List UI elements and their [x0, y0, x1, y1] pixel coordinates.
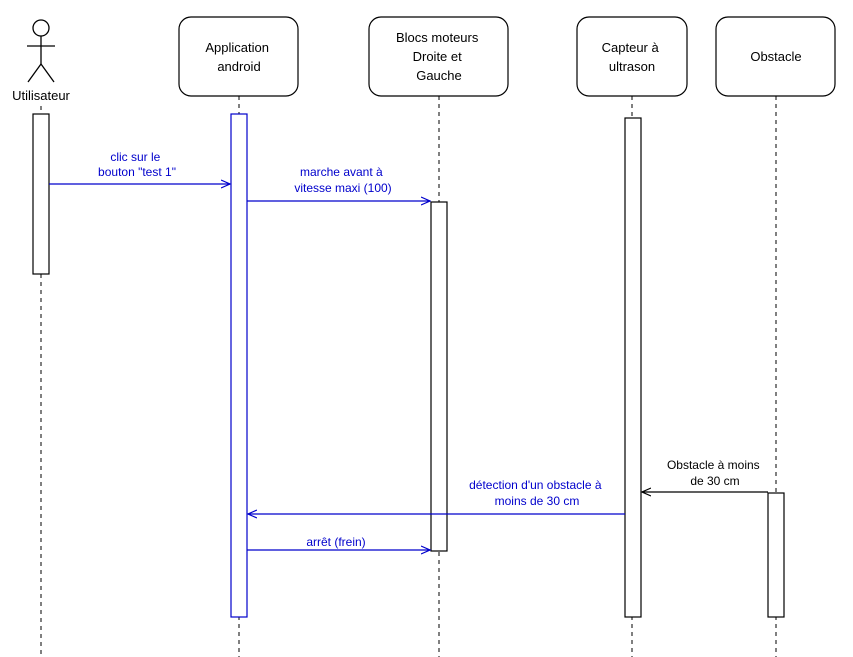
participant-label: Blocs moteurs	[396, 30, 479, 45]
svg-text:Blocs moteurs Droite et: Blocs moteurs Droite et Gauche	[396, 30, 482, 83]
message-label: clic sur le	[110, 150, 160, 164]
participant-label: android	[217, 59, 260, 74]
participant-label: Gauche	[416, 68, 462, 83]
participant-application: Application android	[178, 16, 299, 97]
svg-text:Capteur à ultrason: Capteur à ultrason	[602, 40, 663, 74]
message-label: vitesse maxi (100)	[294, 181, 391, 195]
message-label: marche avant à	[300, 165, 383, 179]
svg-text:Obstacle: Obstacle	[750, 49, 801, 64]
svg-text:clic sur le bouton "test 1: clic sur le bouton "test 1"	[98, 150, 176, 179]
activation-blocs-moteurs	[430, 201, 448, 552]
activation-capteur	[624, 117, 642, 618]
activation-utilisateur	[32, 113, 50, 275]
svg-text:Obstacle à moins de 30 cm: Obstacle à moins de 30 cm	[667, 458, 763, 488]
participant-label: Droite et	[413, 49, 463, 64]
participant-obstacle: Obstacle	[715, 16, 836, 97]
participant-label: ultrason	[609, 59, 655, 74]
message-label: moins de 30 cm	[495, 494, 580, 508]
activation-application	[230, 113, 248, 618]
svg-text:Application android: Application android	[205, 40, 272, 74]
svg-text:arrêt (frein): arrêt (frein)	[306, 535, 365, 549]
svg-text:marche avant à vitesse max: marche avant à vitesse maxi (100)	[294, 165, 391, 195]
message-label: arrêt (frein)	[306, 535, 365, 549]
message-label: Obstacle à moins	[667, 458, 760, 472]
participant-label: Obstacle	[750, 49, 801, 64]
participant-label: Capteur à	[602, 40, 660, 55]
message-label: de 30 cm	[690, 474, 739, 488]
participant-capteur: Capteur à ultrason	[576, 16, 688, 97]
activation-obstacle	[767, 492, 785, 618]
svg-text:détection d'un obstacle à: détection d'un obstacle à moins de 30 cm	[469, 478, 605, 508]
participant-label: Application	[205, 40, 269, 55]
actor-label: Utilisateur	[12, 88, 70, 103]
participant-blocs-moteurs: Blocs moteurs Droite et Gauche	[368, 16, 509, 97]
message-label: bouton "test 1"	[98, 165, 176, 179]
stick-figure-icon	[27, 19, 55, 83]
message-label: détection d'un obstacle à	[469, 478, 602, 492]
